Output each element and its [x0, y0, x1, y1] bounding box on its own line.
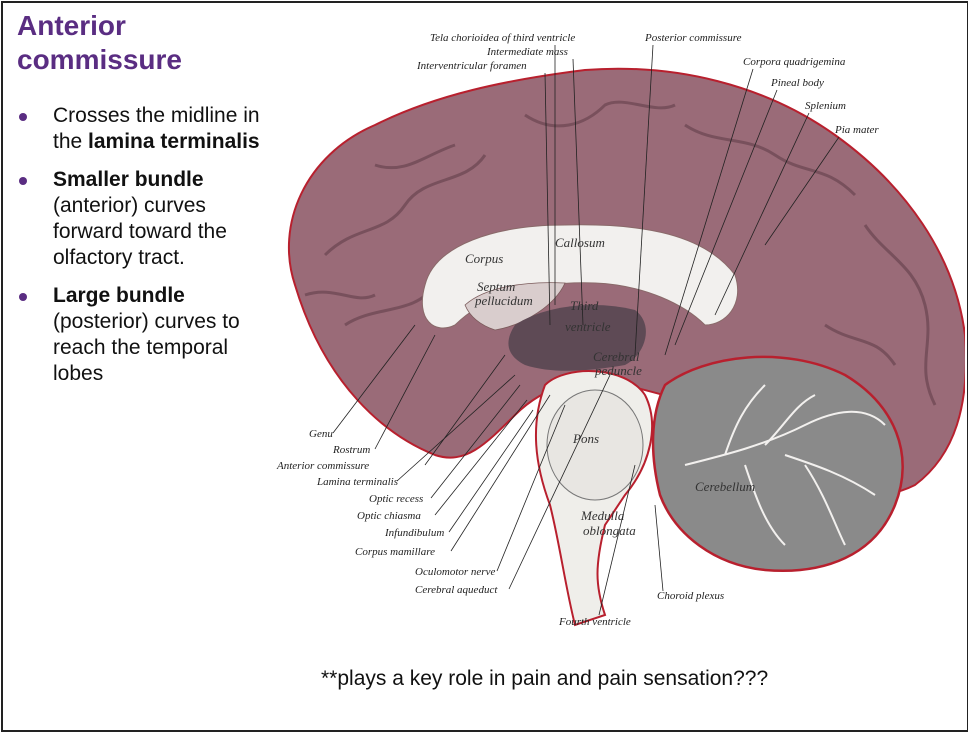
- inner-label-cerebral: Cerebral: [593, 349, 640, 364]
- label-corpora-quadrigemina: Corpora quadrigemina: [743, 56, 846, 68]
- label-optic-recess: Optic recess: [369, 493, 423, 505]
- label-optic-chiasma: Optic chiasma: [357, 510, 421, 522]
- label-splenium: Splenium: [805, 100, 846, 112]
- bullet-list: Crosses the midline in the lamina termin…: [17, 103, 267, 399]
- inner-label-oblongata: oblongata: [583, 523, 636, 538]
- label-choroid-plexus: Choroid plexus: [657, 590, 724, 602]
- inner-label-septum: Septum: [477, 279, 515, 294]
- label-oculomotor-nerve: Oculomotor nerve: [415, 566, 495, 578]
- inner-label-third: Third: [570, 298, 599, 313]
- label-fourth-ventricle: Fourth ventricle: [558, 616, 631, 628]
- bullet-text: (anterior) curves forward toward the olf…: [53, 194, 227, 269]
- footnote: **plays a key role in pain and pain sens…: [321, 665, 781, 693]
- inner-label-medulla: Medulla: [580, 508, 625, 523]
- bullet-item: Smaller bundle (anterior) curves forward…: [17, 167, 267, 271]
- bullet-item: Large bundle (posterior) curves to reach…: [17, 283, 267, 387]
- label-intermediate-mass: Intermediate mass: [486, 46, 568, 58]
- bullet-text: (posterior) curves to reach the temporal…: [53, 310, 240, 385]
- label-corpus-mamillare: Corpus mamillare: [355, 546, 435, 558]
- brain-sagittal-diagram: Corpus Callosum Septum pellucidum Third …: [265, 25, 965, 645]
- bullet-bold: Smaller bundle: [53, 168, 204, 191]
- inner-label-ventricle: ventricle: [565, 319, 611, 334]
- label-infundibulum: Infundibulum: [384, 527, 444, 539]
- label-tela-chorioidea: Tela chorioidea of third ventricle: [430, 32, 575, 44]
- label-rostrum: Rostrum: [332, 444, 370, 456]
- bullet-bold: Large bundle: [53, 284, 185, 307]
- label-anterior-commissure: Anterior commissure: [276, 460, 369, 472]
- label-genu: Genu: [309, 428, 333, 440]
- inner-label-cerebellum: Cerebellum: [695, 479, 755, 494]
- slide-title: Anterior commissure: [17, 9, 257, 77]
- bullet-bold: lamina terminalis: [88, 130, 260, 153]
- inner-label-pons: Pons: [572, 431, 599, 446]
- label-pineal-body: Pineal body: [770, 77, 824, 89]
- label-interventricular-foramen: Interventricular foramen: [416, 60, 527, 72]
- inner-label-pellucidum: pellucidum: [474, 293, 533, 308]
- inner-label-peduncle: peduncle: [594, 363, 642, 378]
- label-cerebral-aqueduct: Cerebral aqueduct: [415, 584, 498, 596]
- label-lamina-terminalis: Lamina terminalis: [316, 476, 398, 488]
- bullet-item: Crosses the midline in the lamina termin…: [17, 103, 267, 155]
- label-posterior-commissure: Posterior commissure: [644, 32, 742, 44]
- inner-label-corpus: Corpus: [465, 251, 503, 266]
- label-pia-mater: Pia mater: [834, 124, 879, 136]
